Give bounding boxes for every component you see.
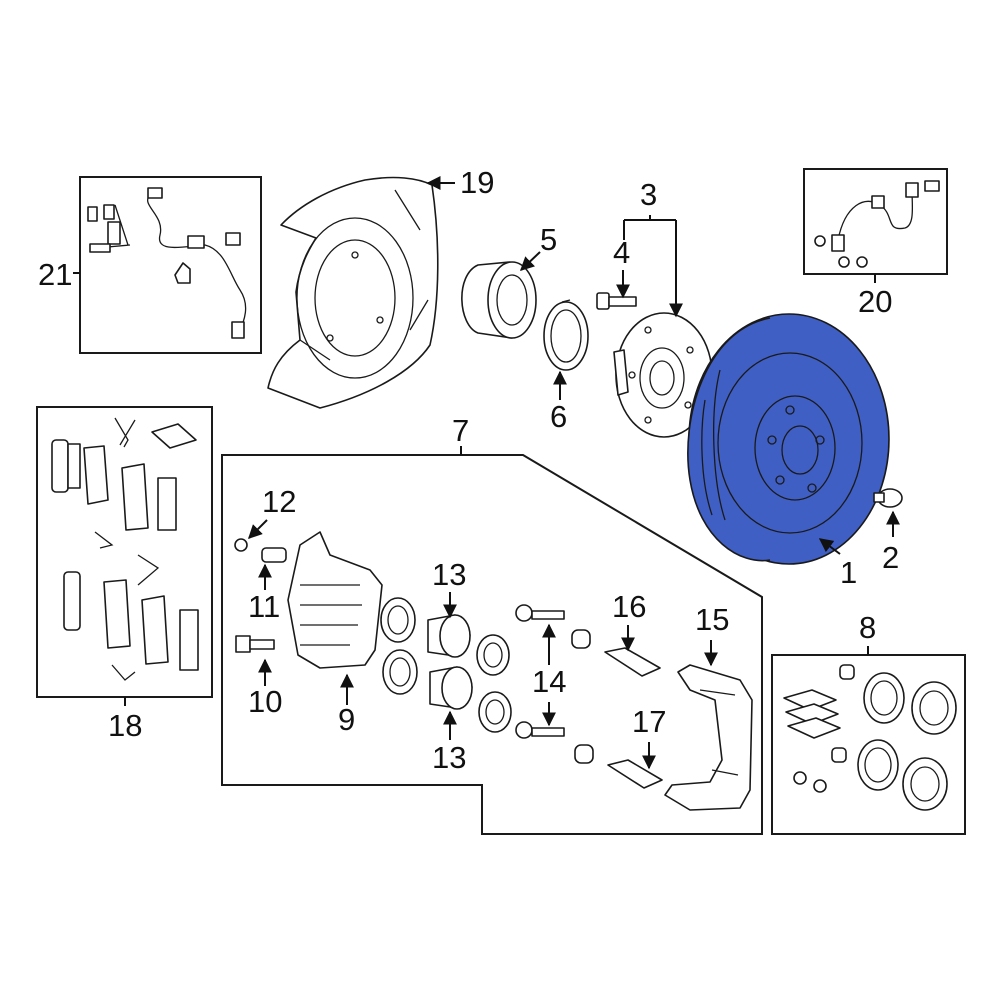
callout-13-bottom: 13: [432, 740, 466, 775]
seal-kit-group[interactable]: [771, 654, 966, 835]
guide-pin-lower[interactable]: [515, 721, 565, 739]
hub-bolt[interactable]: [596, 292, 637, 310]
callout-11: 11: [248, 589, 280, 624]
piston-lower[interactable]: [429, 666, 473, 710]
pad-clip-lower[interactable]: [607, 759, 663, 789]
leader-5: [519, 251, 541, 271]
piston-seal-upper[interactable]: [380, 597, 416, 643]
brake-pads-group[interactable]: [36, 406, 213, 698]
abs-sensor-box: [79, 176, 262, 354]
rotor-screw[interactable]: [873, 488, 903, 508]
guide-pin-boot-lower[interactable]: [574, 744, 594, 764]
piston-upper[interactable]: [427, 614, 471, 658]
callout-21: 21: [38, 257, 72, 292]
callout-5: 5: [540, 222, 557, 257]
leader-12: [248, 519, 268, 539]
callout-13-top: 13: [432, 557, 466, 592]
callout-17: 17: [632, 704, 666, 739]
caliper-bracket[interactable]: [664, 664, 753, 811]
callout-20: 20: [858, 284, 892, 319]
caliper-assembly-box: [221, 454, 763, 835]
callout-16: 16: [612, 589, 646, 624]
callout-4: 4: [613, 235, 630, 270]
callout-8: 8: [859, 610, 876, 645]
caliper-bolt[interactable]: [235, 635, 275, 653]
snap-ring[interactable]: [543, 299, 589, 371]
callout-14: 14: [532, 664, 566, 699]
abs-sensor-wire: [147, 194, 247, 336]
callout-19: 19: [460, 165, 494, 200]
bleeder-cap[interactable]: [234, 538, 248, 552]
abs-sensor-group[interactable]: [79, 176, 262, 354]
pad-clip-upper[interactable]: [604, 647, 661, 677]
hub-bearing[interactable]: [461, 261, 537, 339]
callout-15: 15: [695, 602, 729, 637]
brake-hose-group[interactable]: [803, 168, 948, 275]
dust-boot-upper[interactable]: [476, 634, 510, 676]
guide-pin-upper[interactable]: [515, 604, 565, 622]
dust-shield[interactable]: [267, 176, 439, 409]
callout-1: 1: [840, 555, 857, 590]
callout-2: 2: [882, 540, 899, 575]
guide-pin-boot-upper[interactable]: [571, 629, 591, 649]
caliper-housing[interactable]: [287, 531, 383, 669]
bleeder-screw[interactable]: [261, 547, 287, 563]
leader-3: [623, 215, 676, 316]
brake-rotor[interactable]: [687, 313, 890, 565]
callout-7: 7: [452, 413, 469, 448]
callout-18: 18: [108, 708, 142, 743]
callout-10: 10: [248, 684, 282, 719]
dust-boot-lower[interactable]: [478, 691, 512, 733]
callout-6: 6: [550, 399, 567, 434]
callout-3: 3: [640, 177, 657, 212]
callout-9: 9: [338, 702, 355, 737]
piston-seal-lower[interactable]: [382, 649, 418, 695]
leader-1: [818, 538, 841, 555]
callout-12: 12: [262, 484, 296, 519]
